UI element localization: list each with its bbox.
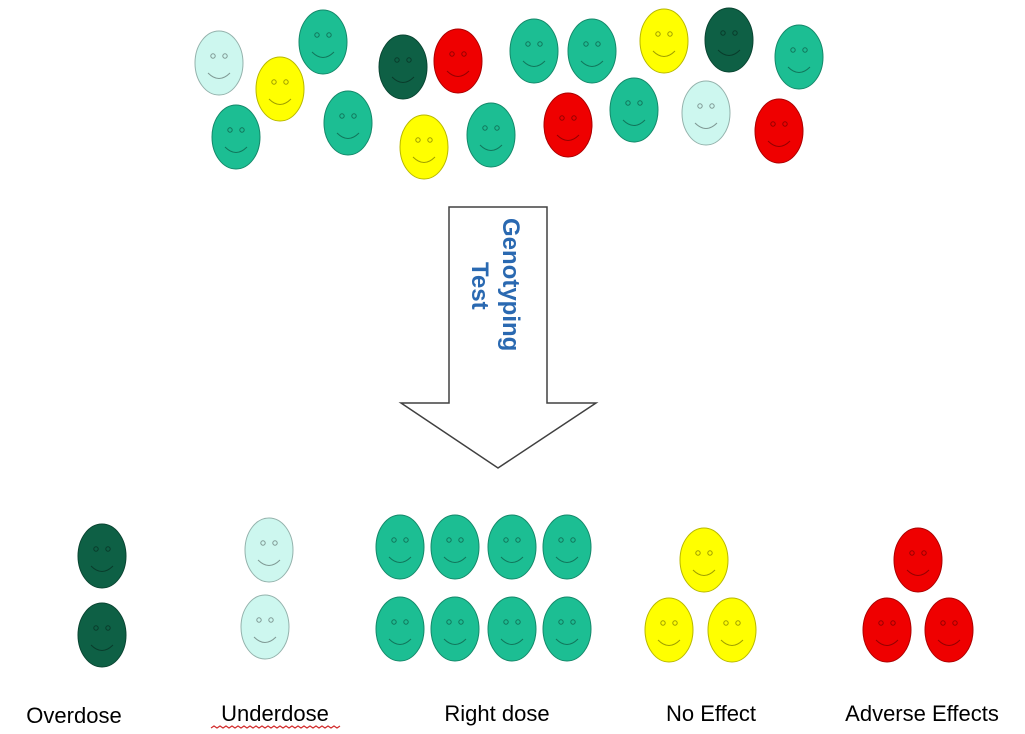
arrow-label-test: Test (466, 262, 493, 310)
group-overdose (77, 523, 127, 668)
smiley-face-icon (378, 34, 428, 100)
label-underdose: Underdose (221, 701, 329, 726)
smiley-face-icon (644, 597, 694, 663)
smiley-face-icon (704, 7, 754, 73)
smiley-face-icon (924, 597, 974, 663)
smiley-face-icon (754, 98, 804, 164)
smiley-face-icon (543, 92, 593, 158)
smiley-face-icon (509, 18, 559, 84)
smiley-face-icon (542, 596, 592, 662)
smiley-face-icon (399, 114, 449, 180)
group-adverse-effects (862, 527, 974, 663)
group-labels: Overdose Underdose Right dose No Effect … (26, 701, 999, 729)
smiley-face-icon (567, 18, 617, 84)
group-right-dose (375, 514, 592, 662)
smiley-face-icon (862, 597, 912, 663)
smiley-face-icon (774, 24, 824, 90)
smiley-face-icon (542, 514, 592, 580)
smiley-face-icon (430, 514, 480, 580)
genotyping-arrow: Genotyping Test (398, 206, 599, 469)
smiley-face-icon (255, 56, 305, 122)
smiley-face-icon (375, 596, 425, 662)
smiley-face-icon (679, 527, 729, 593)
smiley-face-icon (244, 517, 294, 583)
smiley-face-icon (323, 90, 373, 156)
smiley-face-icon (211, 104, 261, 170)
smiley-face-icon (487, 514, 537, 580)
sorted-groups (77, 514, 974, 668)
smiley-face-icon (430, 596, 480, 662)
smiley-face-icon (639, 8, 689, 74)
spellcheck-underline (210, 725, 341, 729)
label-no-effect: No Effect (666, 701, 756, 726)
smiley-face-icon (240, 594, 290, 660)
smiley-face-icon (466, 102, 516, 168)
smiley-face-icon (375, 514, 425, 580)
smiley-face-icon (298, 9, 348, 75)
label-overdose: Overdose (26, 703, 121, 728)
arrow-label-genotyping: Genotyping (497, 218, 524, 351)
smiley-face-icon (893, 527, 943, 593)
smiley-face-icon (194, 30, 244, 96)
unsorted-population (194, 7, 824, 180)
label-adverse-effects: Adverse Effects (845, 701, 999, 726)
smiley-face-icon (707, 597, 757, 663)
smiley-face-icon (77, 602, 127, 668)
smiley-face-icon (681, 80, 731, 146)
smiley-face-icon (609, 77, 659, 143)
group-no-effect (644, 527, 757, 663)
down-arrow-shape (398, 206, 599, 469)
smiley-face-icon (433, 28, 483, 94)
smiley-face-icon (77, 523, 127, 589)
smiley-face-icon (487, 596, 537, 662)
label-right-dose: Right dose (444, 701, 549, 726)
group-underdose (240, 517, 294, 660)
